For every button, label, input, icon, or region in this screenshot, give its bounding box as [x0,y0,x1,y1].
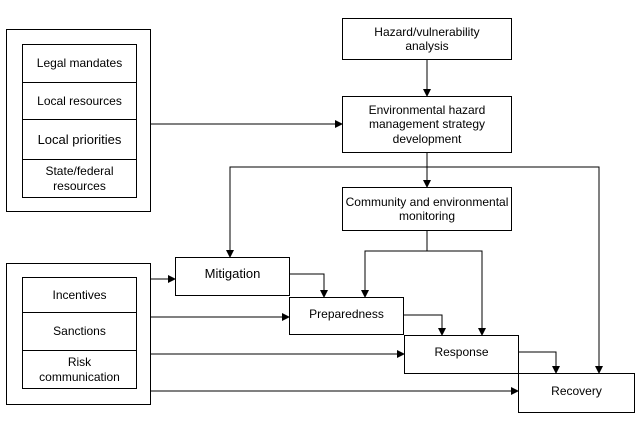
recovery-box: Recovery [518,373,635,413]
arrow-preparedness-to-response [404,314,446,336]
monitoring-box: Community and environmental monitoring [342,187,512,231]
response-box: Response [404,335,519,374]
local-priorities-box: Local priorities [22,119,137,160]
mitigation-box: Mitigation [175,257,290,296]
state-federal-resources-box: State/federal resources [22,159,137,198]
sanctions-box: Sanctions [22,312,137,351]
strategy-development-box: Environmental hazard management strategy… [342,96,512,153]
preparedness-box: Preparedness [289,297,404,335]
incentives-box: Incentives [22,277,137,313]
local-resources-box: Local resources [22,82,137,120]
arrow-mitigation-to-preparedness [290,273,328,298]
risk-communication-box: Risk communication [22,350,137,389]
arrow-monitoring-to-preparedness [361,250,482,298]
arrow-strategy-to-mitigation [226,166,427,258]
arrow-strategy-to-recovery [427,166,603,374]
hazard-analysis-box: Hazard/vulnerability analysis [342,18,512,60]
legal-mandates-box: Legal mandates [22,44,137,83]
arrow-monitoring-to-response [365,250,486,336]
arrow-response-to-recovery [518,351,560,374]
